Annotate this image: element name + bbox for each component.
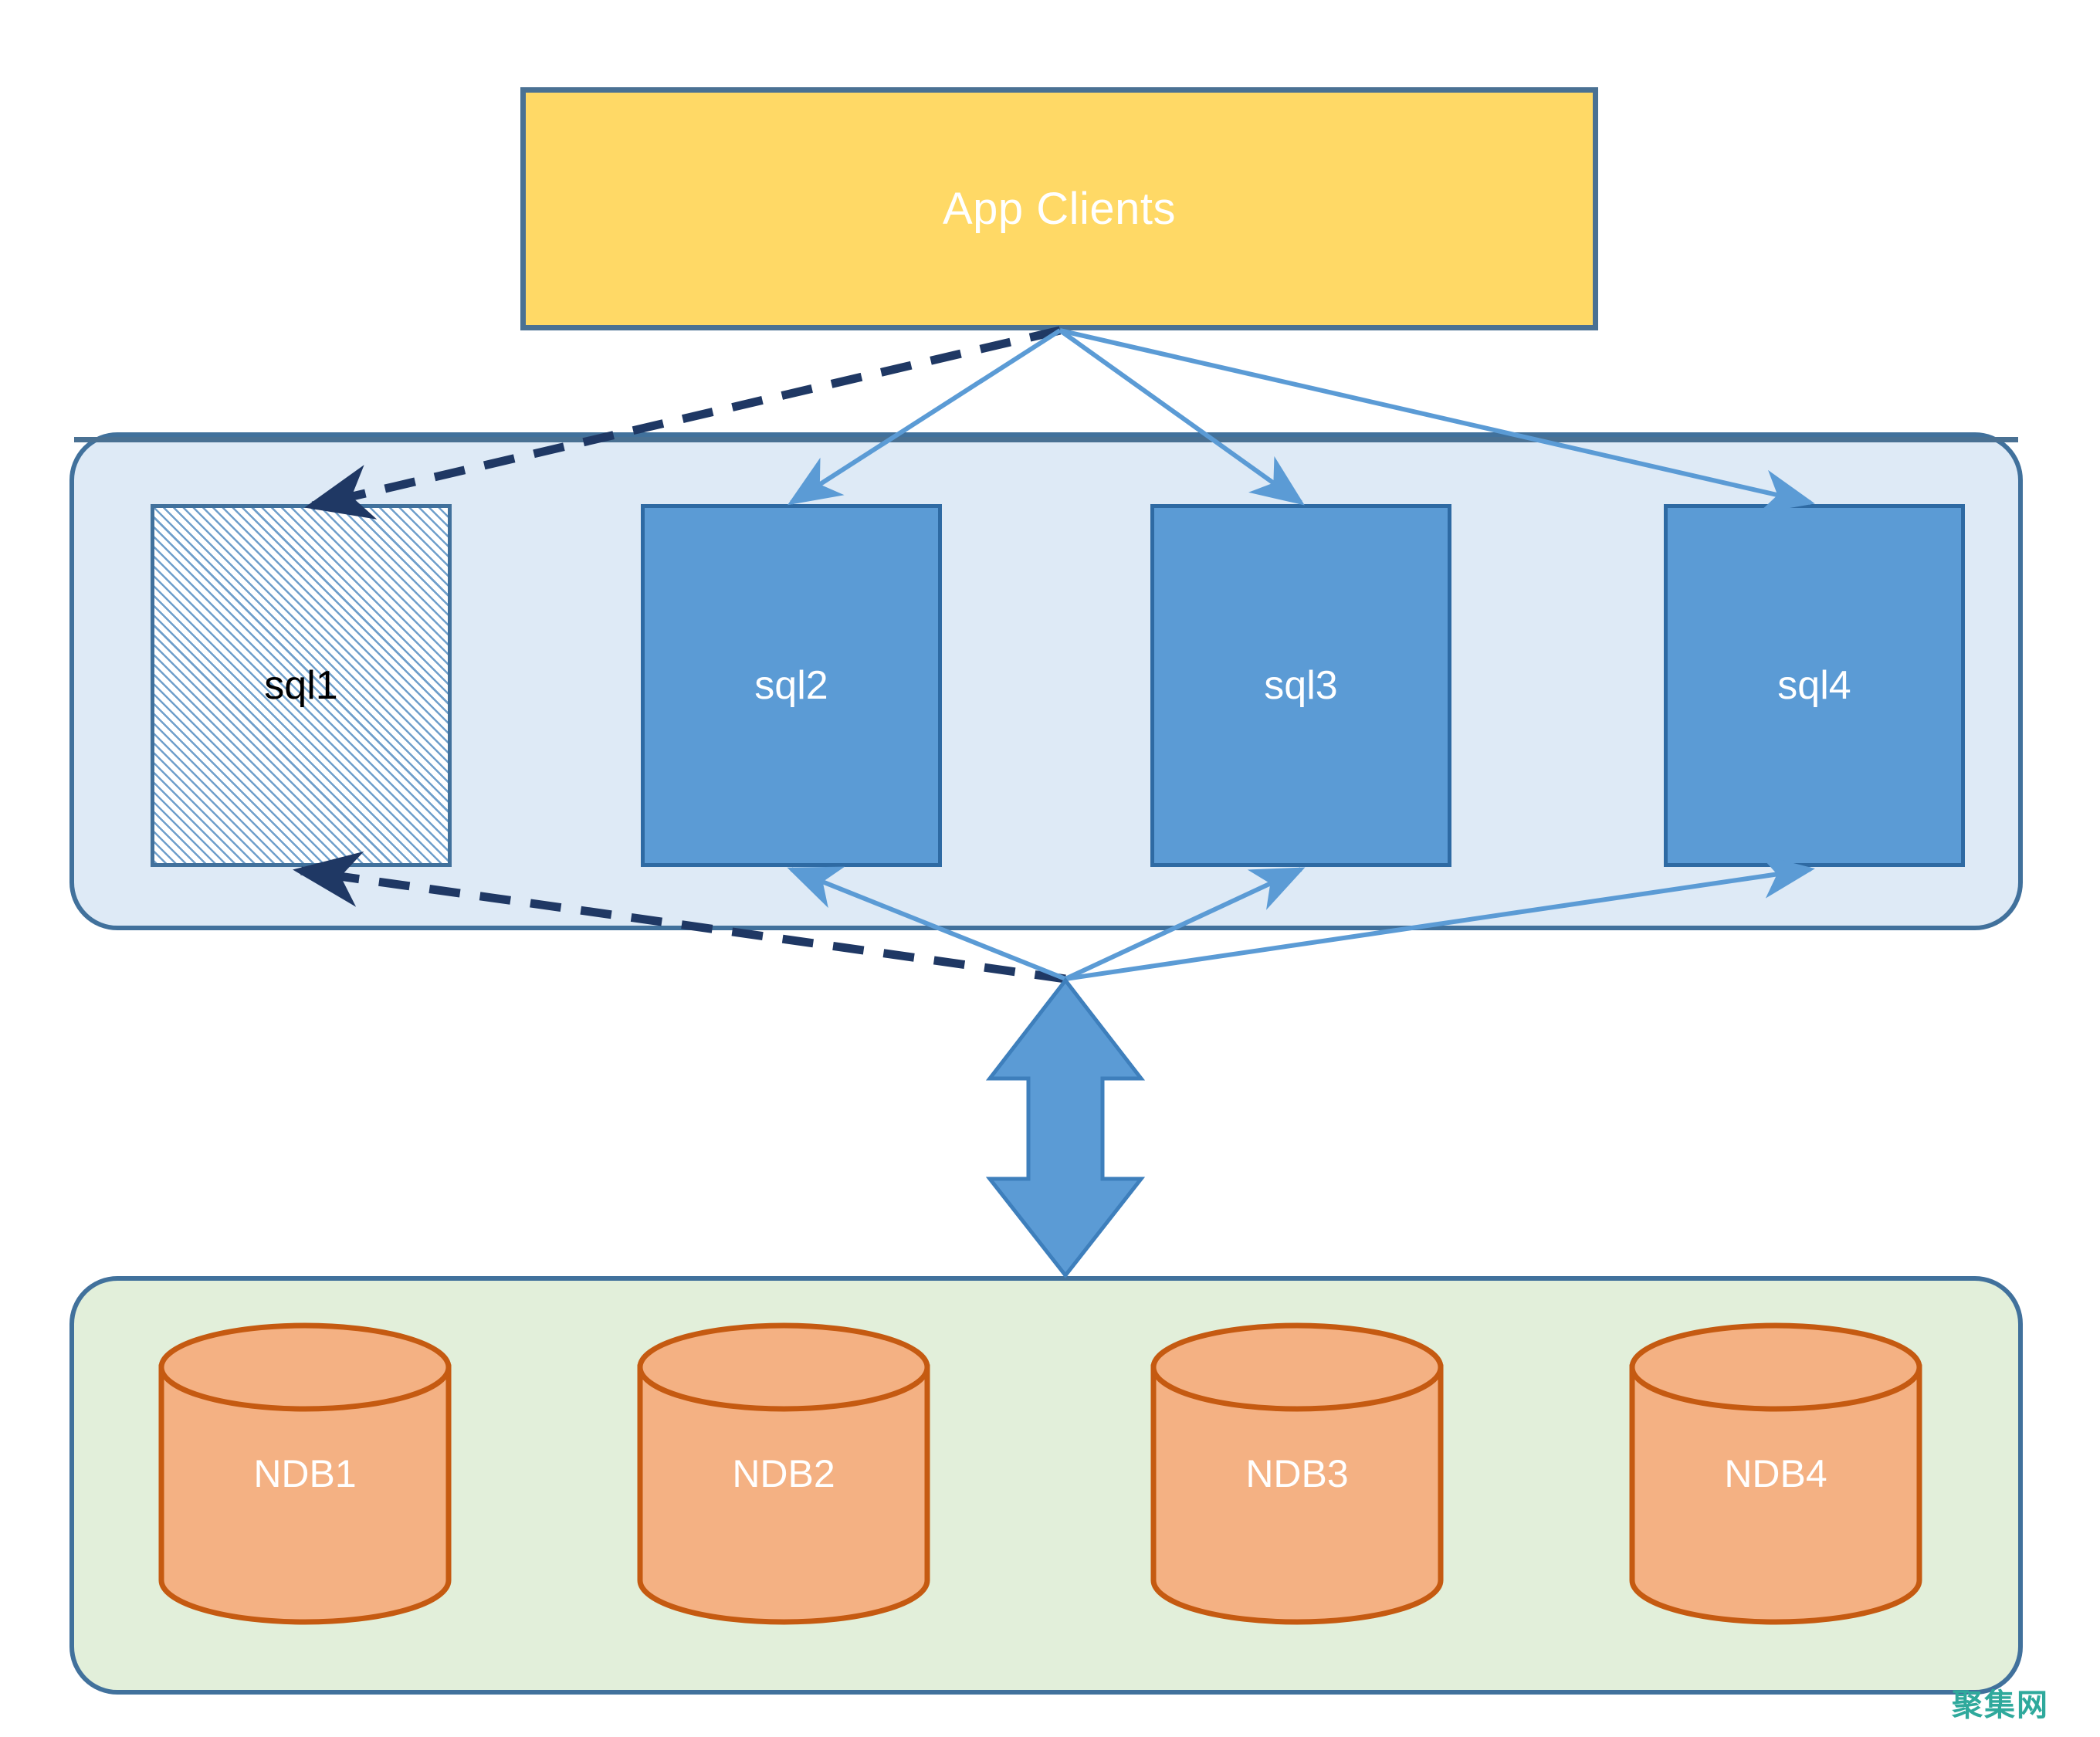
ndb-cylinder-ndb2[interactable]: NDB2 [637, 1322, 930, 1625]
sql-node-sql1[interactable]: sql1 [151, 504, 452, 867]
sql-node-label: sql1 [264, 663, 338, 708]
sql-node-label: sql3 [1264, 663, 1338, 708]
cylinder-icon [1150, 1322, 1444, 1625]
cylinder-icon [637, 1322, 930, 1625]
cylinder-icon [1629, 1322, 1922, 1625]
sql-node-sql2[interactable]: sql2 [641, 504, 942, 867]
sql-node-sql3[interactable]: sql3 [1150, 504, 1451, 867]
sql-node-label: sql2 [754, 663, 828, 708]
sql-tier-top-divider [74, 437, 2018, 442]
cylinder-icon [158, 1322, 452, 1625]
tier-link-double-arrow [985, 977, 1146, 1279]
sql-node-label: sql4 [1777, 663, 1851, 708]
app-clients-box[interactable]: App Clients [520, 87, 1598, 330]
ndb-cylinder-ndb3[interactable]: NDB3 [1150, 1322, 1444, 1625]
ndb-cylinder-ndb4[interactable]: NDB4 [1629, 1322, 1922, 1625]
ndb-cylinder-ndb1[interactable]: NDB1 [158, 1322, 452, 1625]
watermark-text: 聚集网 [1952, 1688, 2049, 1723]
app-clients-label: App Clients [942, 184, 1177, 234]
sql-node-sql4[interactable]: sql4 [1664, 504, 1965, 867]
